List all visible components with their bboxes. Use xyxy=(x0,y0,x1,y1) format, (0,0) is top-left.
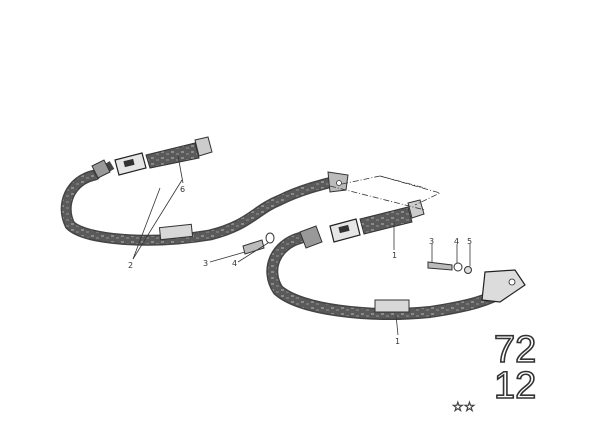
front-buckle-webbing xyxy=(359,206,413,235)
callout-6: 6 xyxy=(180,185,185,194)
buckle-latch xyxy=(194,136,213,157)
front-buckle-assembly xyxy=(299,199,425,249)
star-rating: ☆☆ xyxy=(452,400,475,415)
rear-belt-strap xyxy=(60,161,349,246)
callout-4-right: 4 xyxy=(454,237,459,246)
callout-1-lower: 1 xyxy=(395,337,400,346)
callout-2: 2 xyxy=(128,261,133,270)
washer-right xyxy=(453,262,463,272)
callout-4-left: 4 xyxy=(232,259,237,268)
buckle-webbing-segment xyxy=(145,142,200,169)
washer-left xyxy=(265,232,275,244)
bolt-right xyxy=(427,261,453,271)
front-belt-strap xyxy=(266,232,526,320)
front-strap-label-plate xyxy=(374,299,410,313)
bolt-washer-left xyxy=(242,232,275,255)
front-strap-end-bracket xyxy=(481,269,526,303)
rear-strap-label-plate xyxy=(158,223,194,241)
assembly-lines xyxy=(329,175,442,211)
bolt-washer-right xyxy=(427,261,472,274)
rear-strap-webbing xyxy=(60,169,346,246)
group-code-sub: 12 xyxy=(494,365,536,407)
callout-1-upper: 1 xyxy=(392,251,397,260)
front-buckle-latch xyxy=(407,199,425,219)
front-buckle-tongue xyxy=(299,225,323,249)
callout-3-left: 3 xyxy=(203,259,208,268)
buckle-tongue-left xyxy=(91,159,111,179)
bolt-left xyxy=(242,239,265,255)
nut-right xyxy=(464,266,472,274)
leader-lines xyxy=(132,155,471,336)
group-code-main: 72 xyxy=(494,329,536,371)
rear-buckle-assembly xyxy=(91,136,213,179)
callout-5: 5 xyxy=(467,237,472,246)
callout-3-right: 3 xyxy=(429,237,434,246)
